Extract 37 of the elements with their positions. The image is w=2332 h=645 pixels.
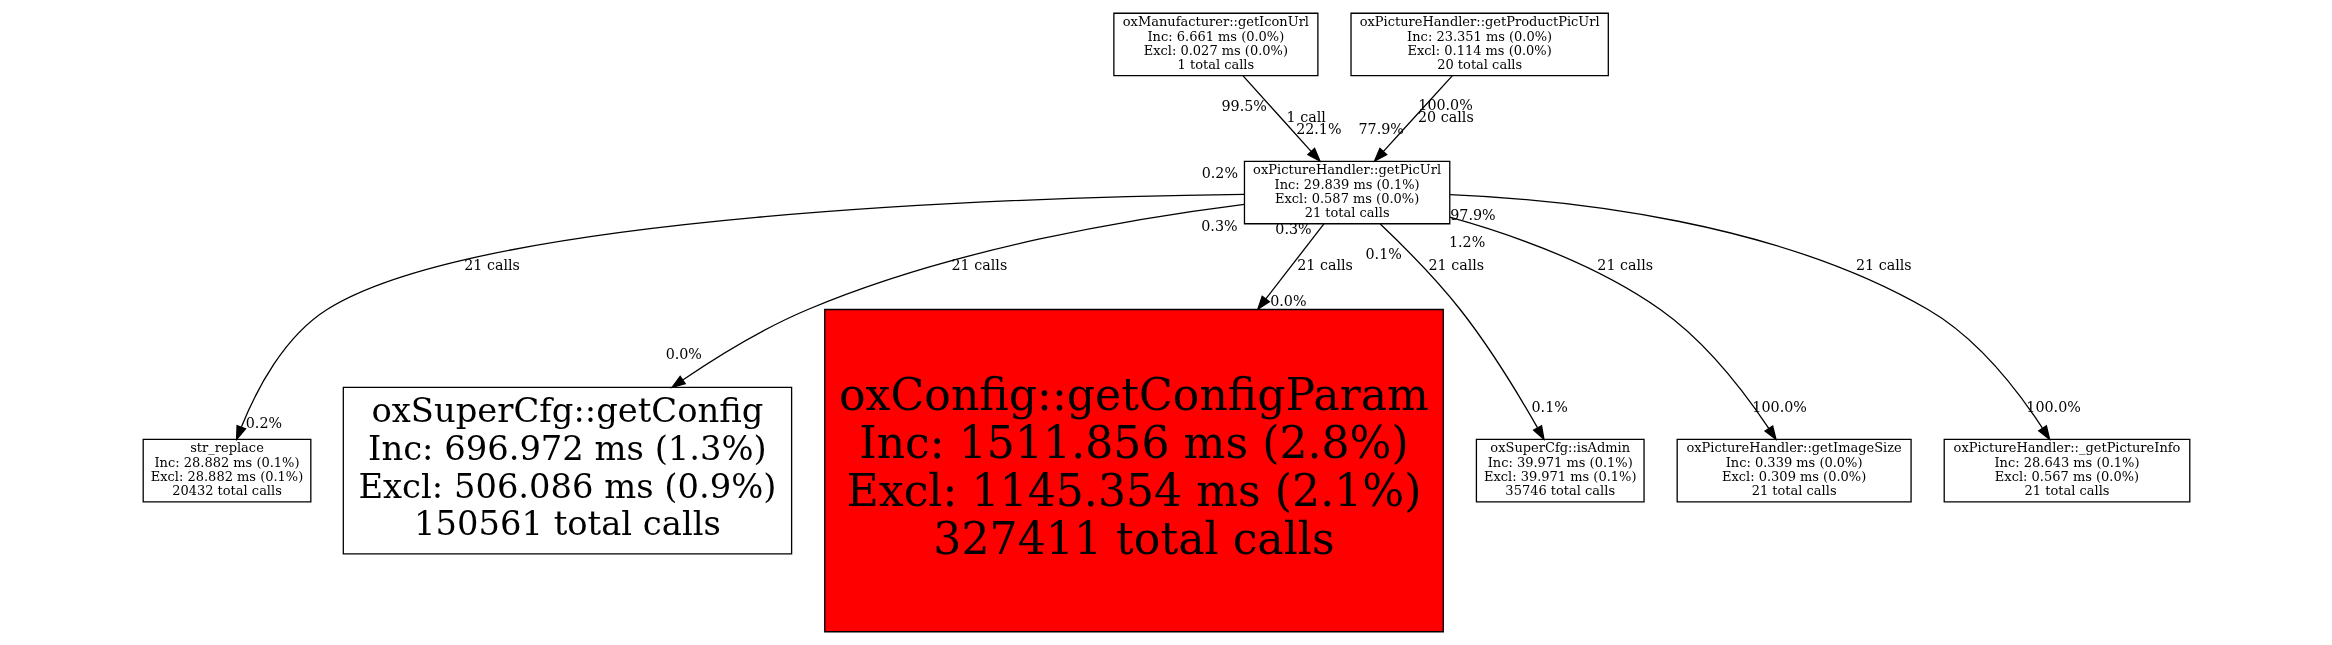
node-box: oxConfig::getConfigParam Inc: 1511.856 ms (2.8%) Excl: 1145.354 ms (2.1%) 327411 total calls: [823, 308, 1444, 633]
node-box: oxManufacturer::getIconUrl Inc: 6.661 ms (0.0%) Excl: 0.027 ms (0.0%) 1 total calls: [1112, 12, 1319, 77]
edge-label: 21 calls: [1296, 257, 1353, 274]
label: 0.2%: [245, 414, 282, 431]
arrow: [1449, 193, 2051, 441]
arrow: [1256, 223, 1325, 311]
edge-label: 21 calls: [951, 257, 1007, 274]
arrow: [1372, 75, 1453, 163]
label: 0.1%: [1365, 245, 1402, 262]
label: 0.1%: [1531, 399, 1568, 416]
edge-label: 21 calls: [1855, 257, 1912, 274]
label: 1.2%: [1448, 233, 1485, 250]
arrow: [1448, 216, 1777, 441]
label: 97.9%: [1449, 206, 1496, 223]
label: 100.0%: [2025, 398, 2081, 415]
edge-label: 21 calls: [1596, 257, 1653, 274]
node-box: str_replace Inc: 28.882 ms (0.1%) Excl: 28.882 ms (0.1%) 20432 total calls: [142, 438, 311, 503]
label: 0.0%: [1269, 293, 1306, 310]
label: 0.2%: [1201, 165, 1238, 182]
node-box: oxPictureHandler::_getPictureInfo Inc: 28.643 ms (0.1%) Excl: 0.567 ms (0.0%) 21 total calls: [1943, 438, 2190, 503]
node-box: oxPictureHandler::getPicUrl Inc: 29.839 ms (0.1%) Excl: 0.587 ms (0.0%) 21 total calls: [1243, 160, 1450, 225]
edge-label: 21 calls: [463, 257, 520, 274]
node-box: oxSuperCfg::getConfig Inc: 696.972 ms (1.3%) Excl: 506.086 ms (0.9%) 150561 total calls: [342, 386, 792, 555]
arrow: [1241, 75, 1321, 163]
label: 77.9%: [1358, 121, 1404, 138]
arrow: [235, 193, 1245, 442]
edge-label: 20 calls: [1417, 109, 1474, 126]
label: 100.0%: [1751, 399, 1807, 415]
edge-label: 21 calls: [1427, 257, 1484, 274]
label: 99.5%: [1220, 97, 1267, 114]
label: 0.3%: [1200, 217, 1238, 234]
label: 0.0%: [665, 346, 702, 363]
node-box: oxSuperCfg::isAdmin Inc: 39.971 ms (0.1%) Excl: 39.971 ms (0.1%) 35746 total calls: [1475, 438, 1645, 503]
arrow: [1379, 223, 1545, 441]
node-box: oxPictureHandler::getProductPicUrl Inc: 23.351 ms (0.0%) Excl: 0.114 ms (0.0%) 20 total calls: [1349, 12, 1609, 77]
node-box: oxPictureHandler::getImageSize Inc: 0.339 ms (0.0%) Excl: 0.309 ms (0.0%) 21 total calls: [1676, 438, 1912, 503]
arrow: [669, 203, 1245, 389]
